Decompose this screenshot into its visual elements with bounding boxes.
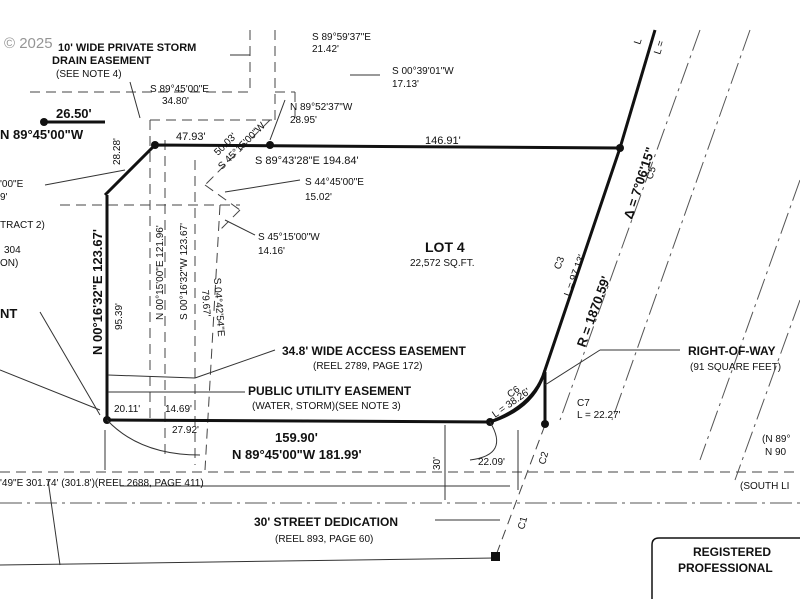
distance-label: 28.28'	[112, 138, 123, 165]
curve-label: C1	[516, 515, 530, 531]
distance-label: 28.95'	[290, 115, 317, 126]
partial-label: L =	[652, 39, 667, 56]
distance-label: 79.67'	[199, 289, 212, 317]
monument-point	[266, 141, 274, 149]
partial-label: TRACT 2)	[0, 220, 45, 231]
distance-label: 34.80'	[162, 96, 189, 107]
distance-label: 95.39'	[114, 303, 125, 330]
partial-label: 9'	[0, 192, 8, 203]
access-easement-reel: (REEL 2789, PAGE 172)	[313, 361, 423, 372]
distance-label: 14.16'	[258, 246, 285, 257]
distance-label: 20.11'	[114, 404, 140, 415]
south-boundary-label: N 89°45'00"W 181.99'	[232, 447, 362, 462]
partial-label: 304	[4, 245, 21, 256]
lot-area: 22,572 SQ.FT.	[410, 258, 474, 269]
bearing-label: N 89°52'37"W	[290, 102, 353, 113]
distance-label: 22.09'	[478, 457, 505, 468]
bearing-label: S 04°42'54"E	[211, 277, 226, 337]
street-dedication-label: 30' STREET DEDICATION	[254, 515, 398, 529]
distance-label: 30'	[432, 457, 443, 470]
curve-radius: R = 1870.59'	[574, 274, 614, 349]
bearing-label: S 89°43'28"E 194.84'	[255, 155, 359, 167]
reel-reference: '49"E 301.74' (301.8')(REEL 2688, PAGE 4…	[0, 478, 204, 489]
monument-square	[491, 552, 500, 561]
distance-label: 15.02'	[305, 192, 332, 203]
curve-label: C2	[537, 450, 551, 466]
stamp-subtitle: PROFESSIONAL	[678, 561, 773, 575]
bearing-label: S 45°15'00"W	[258, 232, 320, 243]
partial-label: '00"E	[0, 179, 24, 190]
partial-label: NT	[0, 306, 17, 321]
bearing-label: S 00°16'32"W 123.67'	[179, 223, 190, 320]
partial-label: L	[632, 37, 644, 46]
curve-label: C3	[552, 255, 567, 271]
monument-point	[616, 144, 624, 152]
distance-label: 27.92'	[172, 425, 199, 436]
street-dedication-reel: (REEL 893, PAGE 60)	[275, 534, 373, 545]
bearing-label: N 00°15'00"E 121.96'	[155, 225, 166, 320]
curve-delta: Δ = 7°06'15"	[621, 145, 658, 221]
distance-label: 21.42'	[312, 44, 339, 55]
partial-label: (N 89°	[762, 434, 790, 445]
stamp-title: REGISTERED	[693, 545, 771, 559]
west-boundary-label: N 00°16'32"E 123.67'	[90, 229, 105, 355]
partial-label: N 90	[765, 447, 787, 458]
registered-stamp	[651, 537, 800, 599]
distance-label: 146.91'	[425, 135, 461, 147]
distance-label: 159.90'	[275, 430, 318, 445]
partial-label: (SOUTH LI	[740, 481, 789, 492]
storm-easement-title: 10' WIDE PRIVATE STORM	[58, 42, 196, 54]
bearing-label: S 00°39'01"W	[392, 66, 454, 77]
leader-lines	[0, 54, 680, 566]
distance-label: 26.50'	[56, 106, 92, 121]
monument-point	[40, 118, 48, 126]
right-of-way-area: (91 SQUARE FEET)	[690, 362, 781, 373]
utility-easement-label: PUBLIC UTILITY EASEMENT	[248, 384, 412, 398]
storm-easement-lines	[30, 30, 296, 471]
right-of-way-label: RIGHT-OF-WAY	[688, 344, 776, 358]
monument-point	[541, 420, 549, 428]
bearing-label: S 89°59'37"E	[312, 32, 371, 43]
lot-name: LOT 4	[425, 239, 465, 255]
watermark: © 2025	[4, 35, 53, 52]
bearing-label: S 44°45'00"E	[305, 177, 364, 188]
monument-point	[151, 141, 159, 149]
street-lines	[0, 29, 800, 566]
storm-easement-title-2: DRAIN EASEMENT	[52, 55, 151, 67]
partial-label: ON)	[0, 258, 18, 269]
bearing-label: N 89°45'00"W	[0, 127, 84, 142]
storm-easement-note: (SEE NOTE 4)	[56, 69, 122, 80]
distance-label: 14.69'	[165, 404, 192, 415]
utility-easement-note: (WATER, STORM)(SEE NOTE 3)	[252, 401, 401, 412]
monument-points	[40, 118, 624, 561]
curve-length: L = 22.27'	[577, 410, 621, 421]
distance-label: 17.13'	[392, 79, 419, 90]
distance-label: 47.93'	[176, 131, 206, 143]
curve-label: C7	[577, 398, 590, 409]
access-easement-label: 34.8' WIDE ACCESS EASEMENT	[282, 344, 466, 358]
curve-label: C5	[644, 165, 659, 181]
bearing-label: S 89°45'00"E	[150, 84, 209, 95]
